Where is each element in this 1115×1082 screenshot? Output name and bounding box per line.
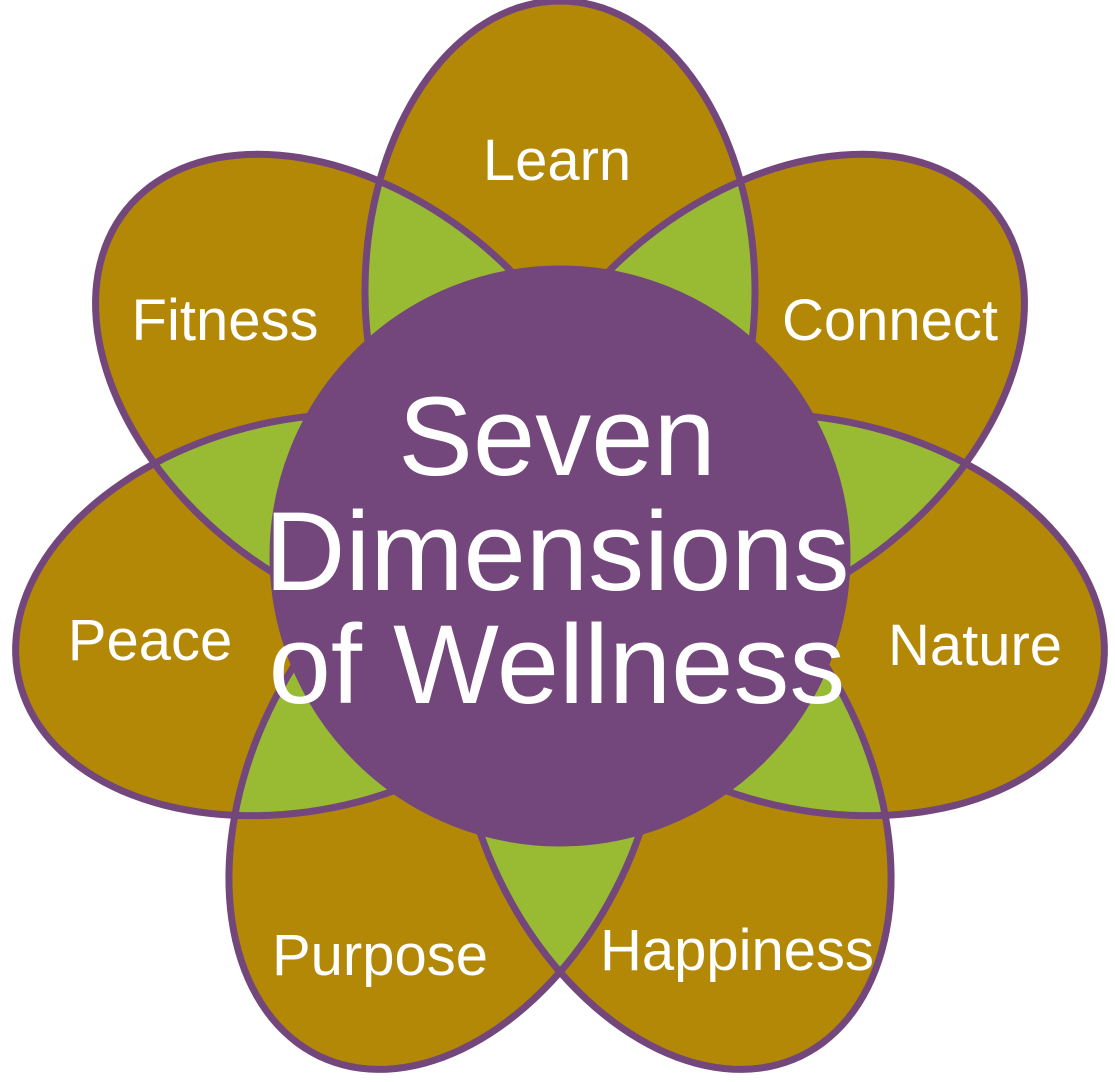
title-line-1: Seven xyxy=(398,374,716,499)
title-line-2: Dimensions xyxy=(264,489,849,614)
petal-label-fitness: Fitness xyxy=(132,288,319,353)
title-line-3: of Wellness xyxy=(269,602,846,727)
center-circle xyxy=(269,265,851,847)
petal-label-connect: Connect xyxy=(782,288,998,353)
petal-label-learn: Learn xyxy=(483,128,631,193)
petal-label-purpose: Purpose xyxy=(272,923,488,988)
petal-label-happiness: Happiness xyxy=(600,918,874,983)
petal-label-nature: Nature xyxy=(888,613,1062,678)
petal-label-peace: Peace xyxy=(68,608,232,673)
